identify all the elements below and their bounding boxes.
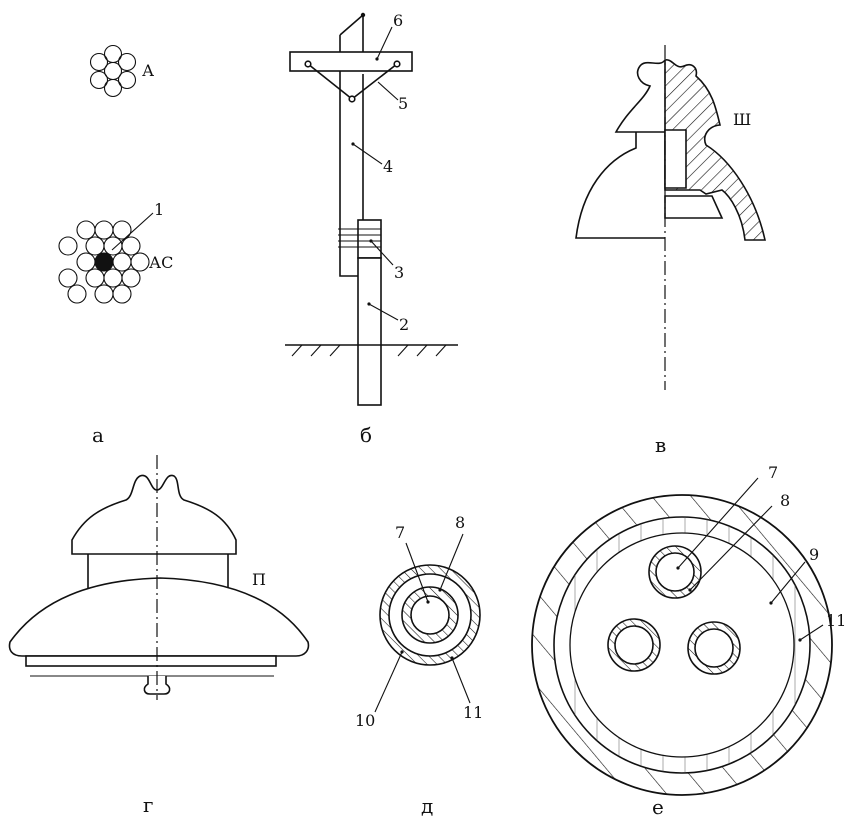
leader-d10	[374, 651, 403, 713]
filler-area	[569, 532, 795, 758]
pin-insulator: Ш	[575, 45, 766, 390]
leader-e9	[770, 561, 806, 604]
label-conductor-a: А	[142, 61, 154, 80]
leader-d7	[405, 542, 429, 603]
label-4: 4	[383, 157, 393, 176]
pin-inner-cavity	[664, 129, 687, 189]
pin-lower-cavity	[664, 195, 724, 219]
caption-g: г	[143, 793, 153, 817]
conductor-core	[410, 595, 450, 635]
label-d7: 7	[395, 523, 405, 542]
leader-e8	[689, 505, 773, 591]
wooden-pole: 6 5 4 3 2	[285, 11, 458, 406]
label-3: 3	[394, 263, 404, 282]
label-d8: 8	[455, 513, 465, 532]
core-top	[648, 545, 702, 599]
caption-b: б	[360, 423, 372, 447]
core-left	[607, 618, 661, 672]
pin-right-section	[664, 59, 766, 241]
leaders-b	[351, 26, 399, 321]
label-pin-insulator: Ш	[733, 110, 751, 129]
single-core-cable: 7 8 10 11	[355, 513, 483, 730]
suspension-insulator: П	[8, 455, 310, 700]
caption-a: а	[92, 423, 104, 447]
label-1: 1	[154, 200, 164, 219]
label-2: 2	[399, 315, 409, 334]
cap-top	[71, 474, 237, 555]
caption-d: д	[421, 794, 433, 818]
bandage-clamp	[357, 219, 382, 259]
label-e9: 9	[809, 545, 819, 564]
label-conductor-ac: АС	[149, 253, 173, 272]
pin-head-left	[614, 59, 666, 133]
label-6: 6	[393, 11, 403, 30]
leader-d8	[439, 533, 464, 591]
strand-group-a	[89, 44, 137, 98]
label-suspension-insulator: П	[252, 570, 266, 589]
bandage-wraps	[338, 228, 381, 248]
label-5: 5	[398, 94, 408, 113]
three-core-cable: 7 8 9 11	[531, 463, 846, 796]
ground-line	[285, 344, 458, 357]
conductor-ac-section: 1 АС	[58, 200, 173, 304]
label-e7: 7	[768, 463, 778, 482]
label-d10: 10	[355, 711, 375, 730]
label-e11: 11	[826, 611, 846, 630]
leader-e11	[799, 624, 824, 641]
dish-shell	[8, 577, 310, 657]
core-right	[687, 621, 741, 675]
skirt-rim	[25, 655, 277, 667]
leader-e7	[677, 477, 759, 569]
leader-d11	[451, 657, 471, 704]
insulator-5	[304, 60, 401, 103]
pole-attachment	[357, 257, 382, 406]
caption-v: в	[655, 433, 666, 457]
leader-1	[111, 212, 154, 251]
crossarm	[289, 51, 413, 72]
caption-e: е	[652, 795, 664, 819]
label-e8: 8	[780, 491, 790, 510]
conductor-a-section: А	[89, 44, 154, 98]
label-d11: 11	[463, 703, 483, 722]
pin-skirt-left	[575, 132, 665, 239]
steel-core	[95, 253, 113, 271]
